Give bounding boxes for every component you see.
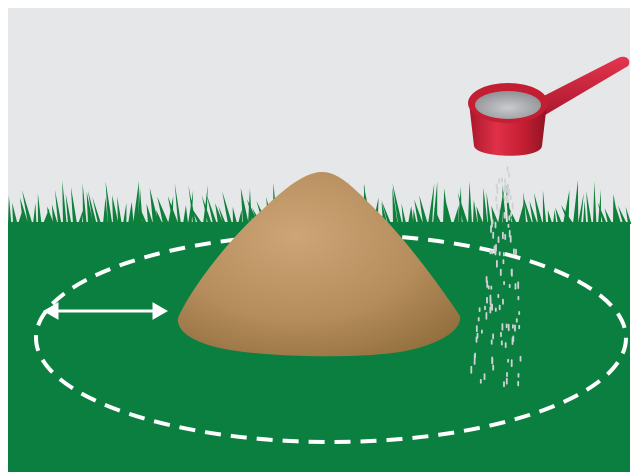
granule xyxy=(504,179,506,184)
granule xyxy=(504,234,506,240)
granule xyxy=(479,307,481,312)
granule xyxy=(512,203,514,210)
granule xyxy=(508,173,510,178)
granule xyxy=(502,299,504,305)
granule xyxy=(498,236,500,243)
granule xyxy=(503,381,505,387)
granule xyxy=(513,248,515,254)
granule xyxy=(498,178,500,183)
granule xyxy=(508,215,510,220)
granule xyxy=(490,295,492,302)
granule xyxy=(486,312,488,320)
granule xyxy=(518,325,520,329)
granule xyxy=(496,204,498,210)
granule xyxy=(495,222,497,229)
granule xyxy=(503,281,505,285)
granule xyxy=(515,249,517,255)
granule xyxy=(496,260,498,268)
granule xyxy=(490,286,492,290)
granule xyxy=(498,209,500,213)
granule xyxy=(500,332,502,337)
granule xyxy=(501,178,503,183)
granule xyxy=(510,212,512,217)
granule xyxy=(503,252,505,256)
granule xyxy=(489,249,491,254)
granule xyxy=(496,184,498,189)
granule xyxy=(501,340,503,345)
granule xyxy=(506,372,508,377)
granule xyxy=(518,311,520,315)
granule xyxy=(470,366,472,374)
granule xyxy=(492,365,494,371)
granule xyxy=(504,185,506,191)
granule xyxy=(518,296,520,300)
granule xyxy=(512,324,514,329)
granule xyxy=(491,250,493,255)
granule xyxy=(497,294,499,298)
granule xyxy=(514,325,516,332)
granule xyxy=(484,306,486,310)
granule xyxy=(500,269,502,276)
granule xyxy=(508,324,510,331)
granule xyxy=(480,379,482,384)
granule xyxy=(511,359,513,367)
granule xyxy=(507,359,509,363)
granule xyxy=(495,308,497,312)
granule xyxy=(512,337,514,345)
granule xyxy=(499,305,501,311)
granule xyxy=(509,284,511,288)
granule xyxy=(478,317,480,322)
granule xyxy=(504,196,506,201)
granule xyxy=(507,166,509,172)
granule xyxy=(517,381,519,387)
granule xyxy=(491,339,493,344)
granule xyxy=(476,337,478,343)
granule xyxy=(507,194,509,198)
granule xyxy=(486,297,488,304)
granule xyxy=(499,251,501,256)
granule xyxy=(510,235,512,242)
granule xyxy=(508,189,510,194)
granule xyxy=(508,224,510,228)
granule xyxy=(502,232,504,240)
granule xyxy=(520,356,522,362)
granule xyxy=(505,342,507,348)
granule xyxy=(494,246,496,253)
granule xyxy=(474,354,476,361)
granule xyxy=(486,276,488,283)
granule xyxy=(488,285,490,289)
granule xyxy=(491,357,493,365)
granule xyxy=(510,195,512,200)
granule xyxy=(492,232,494,239)
granule xyxy=(484,373,486,380)
granule xyxy=(481,330,483,334)
granule xyxy=(506,378,508,385)
granule xyxy=(502,323,504,331)
granule xyxy=(490,225,492,233)
granule xyxy=(516,318,518,323)
granule xyxy=(515,283,517,290)
granule xyxy=(517,281,519,289)
granule xyxy=(495,196,497,202)
granule xyxy=(492,333,494,339)
granule xyxy=(506,324,508,329)
granule xyxy=(503,259,505,264)
granule xyxy=(518,373,520,378)
granule xyxy=(489,307,491,314)
granule xyxy=(491,304,493,311)
granule xyxy=(504,212,506,219)
granule xyxy=(511,269,513,277)
granule xyxy=(476,325,478,332)
